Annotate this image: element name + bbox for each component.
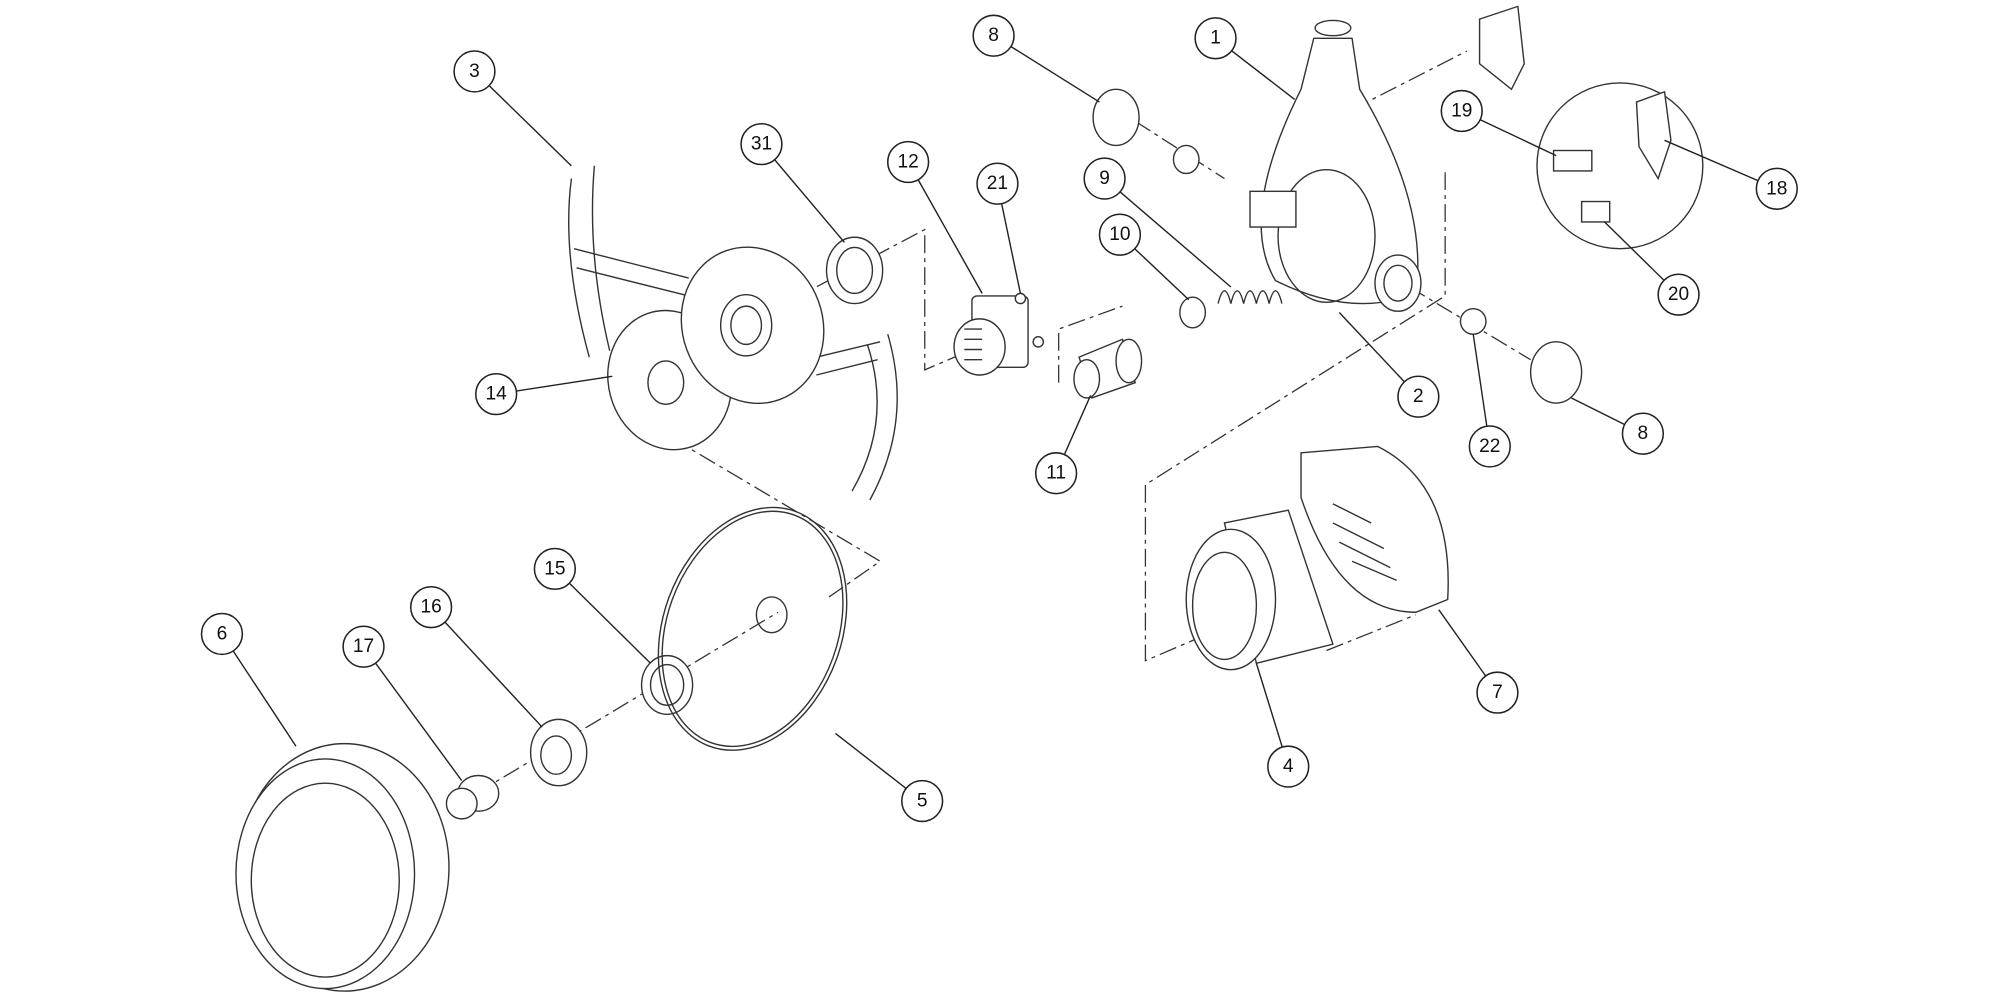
callout-label: 10 <box>1109 224 1130 245</box>
callout-15: 15 <box>533 547 577 591</box>
callout-31: 31 <box>740 122 783 166</box>
callout-20: 20 <box>1657 273 1700 316</box>
callout-2: 2 <box>1397 375 1440 418</box>
callout-22: 22 <box>1468 425 1511 468</box>
callout-label: 17 <box>353 636 374 657</box>
callout-3: 3 <box>453 50 496 93</box>
part-housing-flange <box>680 246 825 405</box>
part-5-gasket <box>657 506 848 751</box>
part-11-valve-body <box>1073 338 1143 399</box>
callout-label: 15 <box>544 558 565 579</box>
callout-1: 1 <box>1194 17 1237 60</box>
callout-4: 4 <box>1267 745 1310 788</box>
part-6-cover <box>235 742 450 992</box>
callout-19: 19 <box>1440 89 1483 133</box>
part-4-motor-flange <box>1185 509 1334 671</box>
part-12-threaded-fitting <box>953 295 1029 376</box>
part-15-seal <box>640 654 694 715</box>
callout-label: 12 <box>898 151 919 172</box>
part-2-port-ring <box>1374 254 1422 312</box>
part-9-spring <box>1217 290 1283 304</box>
part-3-hose <box>568 165 898 501</box>
callout-8-top: 8 <box>972 14 1015 57</box>
callout-label: 8 <box>988 25 999 46</box>
leader-lines <box>221 35 1778 802</box>
part-1-body <box>1249 19 1419 305</box>
part-8-caps <box>1092 88 1583 404</box>
callout-label: 9 <box>1099 168 1110 189</box>
callout-8-right: 8 <box>1621 412 1665 455</box>
part-16-bearing <box>529 718 588 787</box>
callout-16: 16 <box>409 585 453 629</box>
callout-18: 18 <box>1755 167 1798 210</box>
callout-label: 18 <box>1766 178 1787 199</box>
callout-label: 31 <box>751 134 772 155</box>
part-7-fan-cover <box>1300 445 1449 613</box>
callout-10: 10 <box>1098 213 1142 256</box>
callout-7: 7 <box>1476 671 1519 714</box>
callout-5: 5 <box>901 779 944 823</box>
callout-label: 6 <box>217 623 228 644</box>
callout-label: 11 <box>1046 463 1066 484</box>
callout-9: 9 <box>1083 157 1126 200</box>
part-21-screws <box>1014 292 1045 348</box>
callout-11: 11 <box>1034 452 1078 495</box>
callout-label: 16 <box>420 597 441 618</box>
callout-label: 8 <box>1638 423 1649 444</box>
callout-label: 22 <box>1479 436 1500 457</box>
part-17-bushing <box>445 774 500 820</box>
callout-21: 21 <box>976 162 1019 205</box>
callout-6: 6 <box>200 612 244 656</box>
callout-label: 5 <box>917 791 928 812</box>
callout-label: 14 <box>486 384 508 405</box>
callout-12: 12 <box>886 140 930 184</box>
callout-label: 1 <box>1210 28 1221 49</box>
part-switch-assembly <box>1478 5 1704 250</box>
callout-label: 2 <box>1413 386 1424 407</box>
callout-label: 7 <box>1492 682 1503 703</box>
callout-17: 17 <box>342 625 385 668</box>
callout-label: 3 <box>469 61 480 82</box>
callout-label: 21 <box>987 173 1008 194</box>
part-10-valve <box>1179 296 1207 329</box>
callout-label: 19 <box>1451 100 1472 121</box>
part-31-ring <box>825 236 884 305</box>
callout-label: 4 <box>1283 756 1294 777</box>
callout-label: 20 <box>1668 284 1689 305</box>
callout-14: 14 <box>475 372 518 416</box>
